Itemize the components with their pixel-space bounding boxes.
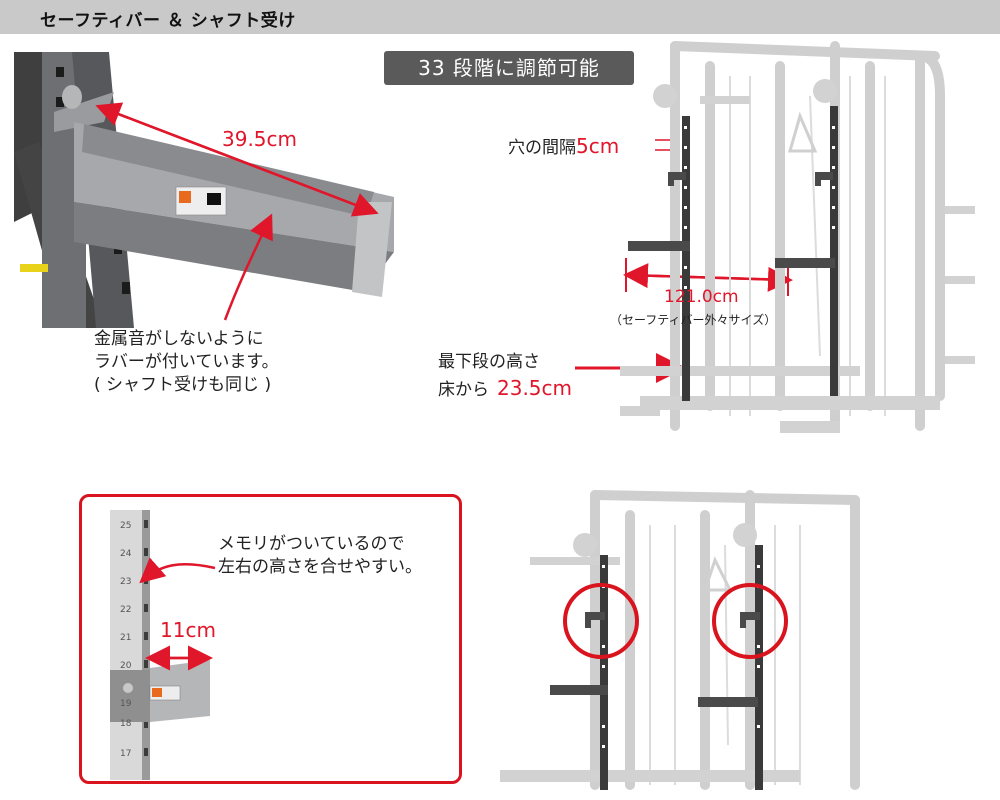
scale-25: 25 [120,521,131,531]
scale-18: 18 [120,719,132,729]
left-hook-highlight [563,583,639,659]
upright-scale-photo: 25 24 23 22 21 20 19 18 17 [110,510,210,780]
hole-spacing-value: 5cm [576,134,620,158]
memory-note-line-2: 左右の高さを合せやすい。 [218,557,422,577]
header-bar [0,0,1000,34]
scale-22: 22 [120,605,131,615]
scale-17: 17 [120,749,131,759]
lowest-height: 最下段の高さ 床から 23.5cm [438,349,572,403]
rubber-note-line-3: ( シャフト受けも同じ ) [94,375,272,395]
scale-24: 24 [120,549,132,559]
adjustable-badge: 33 段階に調節可能 [384,51,634,85]
right-hook-highlight [712,583,788,659]
hole-spacing-label: 穴の間隔 [508,138,576,158]
detail-frame [79,494,462,784]
outer-width-value: 121.0cm [664,287,739,307]
lowest-height-value: 23.5cm [497,376,573,400]
hole-spacing: 穴の間隔5cm [508,133,619,158]
page-title: セーフティバー ＆ シャフト受け [40,11,296,31]
lowest-height-label: 最下段の高さ [438,352,540,372]
power-rack-drawing [620,41,975,433]
rubber-note: 金属音がしないように ラバーが付いています。 ( シャフト受けも同じ ) [94,328,279,397]
hook-depth-value: 11cm [160,618,216,642]
scale-23: 23 [120,577,131,587]
safety-bar-length: 39.5cm [222,127,298,151]
scale-19: 19 [120,699,132,709]
scale-21: 21 [120,633,131,643]
outer-width-note: （セーフティバー外々サイズ） [610,313,777,327]
memory-note: メモリがついているので 左右の高さを合せやすい。 [218,533,422,579]
rubber-note-line-1: 金属音がしないように [94,329,264,349]
memory-note-line-1: メモリがついているので [218,534,405,554]
rubber-note-line-2: ラバーが付いています。 [94,352,279,372]
scale-20: 20 [120,661,132,671]
lowest-height-prefix: 床から [438,380,489,400]
rack-hooks-drawing [500,490,860,790]
safety-bar-photo [14,52,396,328]
